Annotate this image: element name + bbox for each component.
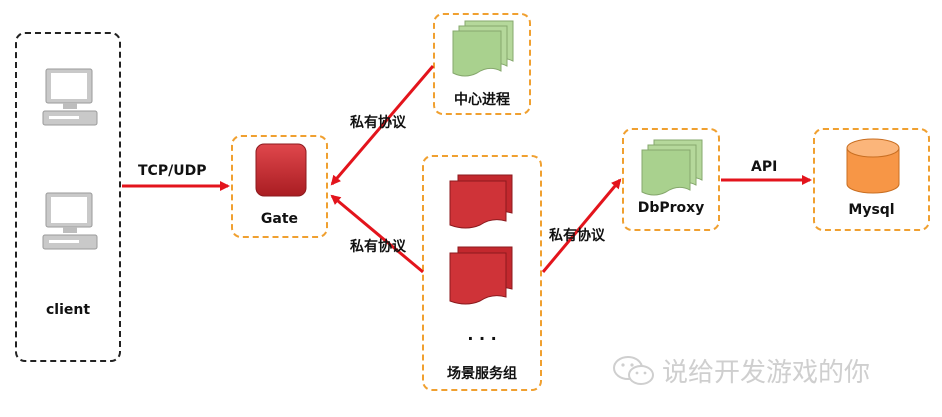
server-icon	[449, 174, 513, 229]
scene-server-group: · · · 场景服务组	[422, 155, 542, 391]
edge-label-scene-dbproxy: 私有协议	[549, 228, 605, 244]
gate-label: Gate	[260, 211, 299, 227]
computer-icon	[42, 192, 98, 250]
arrow-center-gate	[330, 65, 435, 186]
database-icon	[846, 138, 900, 194]
arrow-scene-gate	[330, 194, 424, 274]
ellipsis-label: · · ·	[467, 329, 497, 348]
server-icon	[255, 143, 307, 197]
edge-label-client-gate: TCP/UDP	[138, 163, 207, 179]
mysql-label: Mysql	[848, 202, 895, 218]
center-process-label: 中心进程	[454, 92, 510, 108]
document-stack-icon	[641, 139, 703, 196]
edge-label-scene-gate: 私有协议	[350, 239, 406, 255]
arrow-scene-dbproxy	[541, 178, 622, 273]
gate-node: Gate	[231, 135, 328, 238]
watermark-text: 说给开发游戏的你	[662, 358, 871, 388]
mysql-node: Mysql	[813, 128, 930, 231]
scene-server-label: 场景服务组	[447, 366, 517, 382]
server-icon	[449, 246, 513, 305]
computer-icon	[42, 68, 98, 126]
watermark: 说给开发游戏的你	[612, 352, 870, 389]
dbproxy-node: DbProxy	[622, 128, 720, 231]
edge-label-dbproxy-mysql: API	[751, 159, 778, 175]
document-stack-icon	[452, 20, 514, 77]
wechat-icon	[613, 355, 654, 385]
edge-label-center-gate: 私有协议	[350, 115, 406, 131]
client-group: client	[15, 32, 121, 362]
dbproxy-label: DbProxy	[637, 200, 705, 216]
center-process-node: 中心进程	[433, 13, 531, 115]
client-label: client	[45, 302, 91, 318]
